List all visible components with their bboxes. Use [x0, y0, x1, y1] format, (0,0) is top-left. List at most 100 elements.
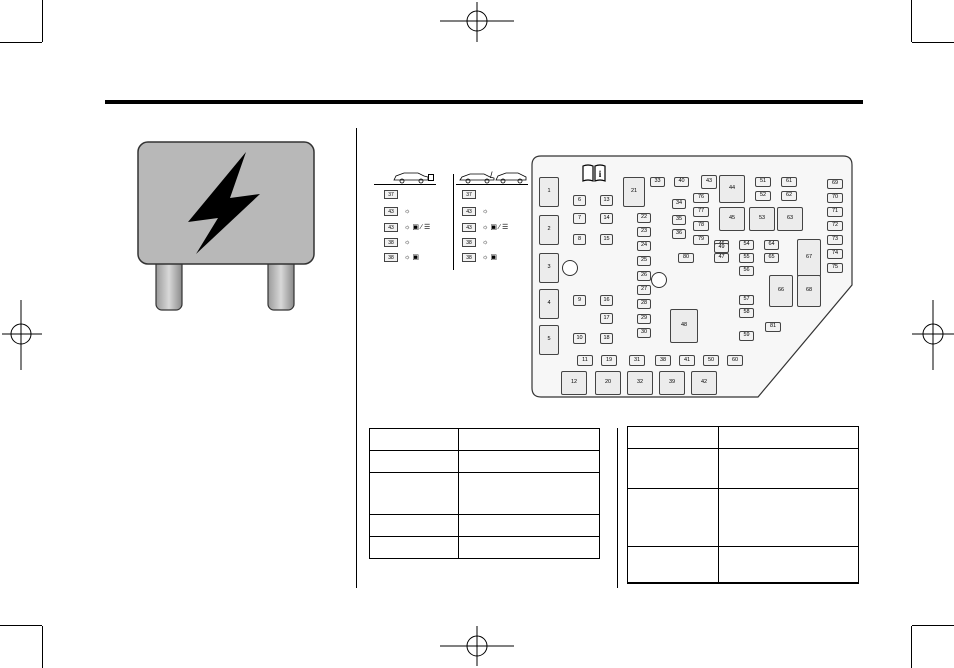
header-rule: [105, 100, 863, 104]
registration-mark-top: [440, 2, 514, 42]
fuse-62: 62: [781, 191, 797, 201]
fuse-6: 6: [573, 195, 586, 206]
fuse-71: 71: [827, 207, 843, 217]
fuse-25: 25: [637, 256, 651, 266]
fuse-40: 40: [674, 177, 689, 187]
column-separator: [356, 128, 357, 588]
legend-divider: [453, 174, 454, 270]
crop-mark: [42, 626, 43, 668]
fuse-9: 9: [573, 295, 586, 306]
fuse-4: 4: [539, 289, 559, 319]
legend-symbol: ☼ ▣ ∕ ☰: [404, 224, 431, 231]
fuse-64: 64: [764, 240, 779, 250]
fuse-24: 24: [637, 241, 651, 251]
fuse-33: 33: [650, 177, 665, 187]
fuse-12: 12: [561, 371, 587, 395]
fuse-14: 14: [600, 213, 613, 224]
fuse-table-left: [369, 428, 600, 559]
legend-slash: /: [490, 170, 493, 180]
fuse-80: 80: [678, 253, 694, 263]
fuse-72: 72: [827, 221, 843, 231]
fuse-57: 57: [739, 295, 754, 305]
legend-symbol: ☼: [404, 239, 411, 246]
fuse-32: 32: [627, 371, 653, 395]
fuse-3: 3: [539, 253, 559, 283]
fuse-legend: / 37 43 ☼ 43 ☼ ▣ ∕ ☰ 38 ☼ 38 ☼ ▣ 37 43 ☼…: [370, 170, 530, 270]
fuse-49: 49: [714, 243, 729, 253]
manual-book-icon: i: [582, 164, 606, 182]
crop-mark: [912, 625, 954, 626]
fuse-symbol: [428, 174, 434, 181]
fuse-13: 13: [600, 195, 613, 206]
fuse-42: 42: [691, 371, 717, 395]
fuse-5: 5: [539, 325, 559, 355]
legend-fuse: 43: [384, 207, 398, 216]
fuse-56: 56: [739, 266, 754, 276]
fuse-52: 52: [755, 191, 771, 201]
fuse-51: 51: [755, 177, 771, 187]
legend-symbol: ☼: [482, 208, 489, 215]
fuse-table-right: [627, 426, 859, 584]
fuse-73: 73: [827, 235, 843, 245]
fuse-59: 59: [739, 331, 754, 341]
legend-fuse: 37: [462, 190, 476, 199]
fuse-19: 19: [601, 355, 617, 366]
fuse-2: 2: [539, 215, 559, 245]
legend-underline: [374, 184, 436, 185]
fuse-81: 81: [765, 322, 781, 332]
fuse-28: 28: [637, 299, 651, 309]
lightning-icon: [188, 152, 260, 254]
crop-mark: [911, 0, 912, 42]
fuse-54: 54: [739, 240, 754, 250]
legend-fuse: 43: [384, 223, 398, 232]
fuse-16: 16: [600, 295, 613, 306]
fuse-38: 38: [655, 355, 671, 366]
crop-mark: [0, 42, 42, 43]
fuse-11: 11: [577, 355, 593, 366]
fuse-75: 75: [827, 263, 843, 273]
fuse-27: 27: [637, 285, 651, 295]
vehicle-sedan-icon: [459, 173, 495, 184]
fuse-48: 48: [670, 309, 698, 343]
legend-fuse: 43: [462, 207, 476, 216]
fuse-43: 43: [701, 175, 717, 189]
fuse-15: 15: [600, 234, 613, 245]
fuse-67: 67: [797, 239, 821, 277]
column-separator: [617, 428, 618, 588]
fuse-76: 76: [693, 193, 709, 203]
fuse-34: 34: [672, 199, 686, 209]
legend-symbol: ☼: [482, 239, 489, 246]
crop-mark: [0, 625, 42, 626]
fuse-61: 61: [781, 177, 797, 187]
legend-fuse: 43: [462, 223, 476, 232]
fuse-39: 39: [659, 371, 685, 395]
fuse-78: 78: [693, 221, 709, 231]
fuse-17: 17: [600, 313, 613, 324]
fuse-60: 60: [727, 355, 743, 366]
fuse-63: 63: [777, 207, 803, 231]
fuse-45: 45: [719, 207, 745, 231]
fuse-47: 47: [714, 253, 729, 263]
fuse-30: 30: [637, 328, 651, 338]
fuse-58: 58: [739, 308, 754, 318]
fuse-79: 79: [693, 235, 709, 245]
legend-fuse: 38: [462, 253, 476, 262]
fuse-70: 70: [827, 193, 843, 203]
vehicle-suv-icon: [393, 172, 429, 184]
relay-illustration: [137, 141, 315, 311]
fuse-1: 1: [539, 177, 559, 207]
fuse-8: 8: [573, 234, 586, 245]
fuse-20: 20: [595, 371, 621, 395]
fuse-55: 55: [739, 253, 754, 263]
mounting-hole: [562, 260, 578, 276]
crop-mark: [912, 42, 954, 43]
fuse-44: 44: [719, 175, 745, 203]
fuse-7: 7: [573, 213, 586, 224]
legend-symbol: ☼: [404, 208, 411, 215]
fuse-66: 66: [769, 275, 793, 307]
crop-mark: [911, 626, 912, 668]
fuse-77: 77: [693, 207, 709, 217]
registration-mark-left: [2, 300, 42, 370]
mounting-hole: [651, 272, 667, 288]
